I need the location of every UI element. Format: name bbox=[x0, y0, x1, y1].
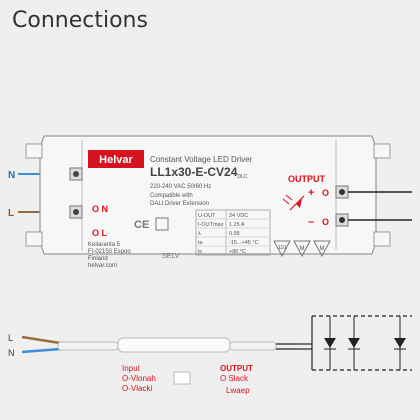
website: helvar.com bbox=[88, 263, 117, 269]
driver-voltage: 220-240 VAC 50/60 Hz bbox=[150, 184, 211, 190]
driver-model-suffix: DLC bbox=[237, 174, 247, 180]
address-line1: Keilaranta 5 bbox=[88, 242, 121, 248]
spec-label-4: tc bbox=[198, 249, 203, 255]
mount-tab-left-bottom bbox=[25, 231, 43, 247]
terminal-plus-screw bbox=[339, 189, 345, 195]
output-minus: – bbox=[308, 216, 314, 228]
cable-n-wire bbox=[21, 347, 61, 354]
symbol-110: 110 bbox=[273, 240, 291, 258]
mount-tab-right-bottom bbox=[373, 231, 391, 247]
spec-label-2: λ bbox=[198, 231, 201, 237]
cable-body bbox=[117, 337, 231, 353]
cable-l-label: L bbox=[8, 333, 13, 343]
led-diode-1-icon bbox=[324, 338, 336, 348]
driver-model-main: LL1x30-E-CV24 bbox=[150, 165, 238, 179]
symbol-m-1: M bbox=[293, 240, 311, 258]
output-plus-mark: O bbox=[322, 188, 329, 198]
bottom-output-label: OUTPUT bbox=[220, 364, 253, 373]
connector-icon bbox=[173, 371, 191, 385]
symbol-m-2: M bbox=[313, 240, 331, 258]
driver-model: LL1x30-E-CV24DLC bbox=[150, 165, 248, 180]
bottom-input-line2: O-Vlacki bbox=[122, 384, 152, 393]
l-wire-label: L bbox=[8, 208, 14, 219]
spec-label-3: ta bbox=[198, 240, 204, 246]
symbol-m-1-label: M bbox=[300, 246, 305, 252]
spec-value-3: -15...+45 °C bbox=[229, 240, 259, 246]
spec-value-4: +80 °C bbox=[229, 249, 246, 255]
input-l-mark: O L bbox=[92, 228, 108, 238]
spec-table: U-OUT 24 VDC I-OUTmax 1.25 A λ 0.95 ta -… bbox=[195, 209, 271, 256]
output-label: OUTPUT bbox=[288, 174, 326, 184]
driver-compat-line2: DALI Driver Extension bbox=[150, 201, 209, 207]
spec-value-1: 1.25 A bbox=[229, 222, 245, 228]
brand-box bbox=[88, 150, 144, 168]
cable-n-label: N bbox=[8, 348, 15, 358]
symbol-m-2-label: M bbox=[320, 246, 325, 252]
ce-mark: CE bbox=[134, 219, 149, 231]
output-minus-mark: O bbox=[322, 217, 329, 227]
driver-compat-line1: Compatible with bbox=[150, 193, 193, 199]
symbol-110-label: 110 bbox=[278, 245, 286, 251]
input-n-mark: O N bbox=[92, 204, 108, 214]
cable-l-wire bbox=[21, 335, 61, 345]
bottom-output-line1: O Slack bbox=[220, 374, 249, 383]
page-title: Connections bbox=[12, 8, 148, 33]
led-symbol-icon bbox=[282, 194, 305, 211]
n-wire-label: N bbox=[8, 170, 15, 181]
spec-value-2: 0.95 bbox=[229, 231, 240, 237]
spec-label-1: I-OUTmax bbox=[198, 222, 224, 228]
bottom-output-line2: Lwaep bbox=[226, 386, 250, 395]
mount-tab-left-top bbox=[25, 143, 43, 159]
address-line3: Finland bbox=[88, 256, 108, 262]
bottom-input-line1: O-Vlonah bbox=[122, 374, 156, 383]
mount-tab-right-top bbox=[373, 143, 391, 159]
spec-value-0: 24 VDC bbox=[229, 213, 248, 219]
terminal-n-screw bbox=[73, 171, 79, 177]
output-plus: + bbox=[308, 187, 314, 199]
spec-label-0: U-OUT bbox=[198, 213, 216, 219]
address-line2: FI-02150 Espoo bbox=[88, 249, 131, 255]
cable-end bbox=[229, 341, 277, 351]
selv-mark: SELV bbox=[162, 253, 180, 260]
terminal-l-screw bbox=[73, 209, 79, 215]
driver-type: Constant Voltage LED Driver bbox=[150, 155, 253, 164]
led-diode-2-icon bbox=[348, 338, 360, 348]
cable-sheath bbox=[57, 341, 119, 351]
bottom-input-label: Input bbox=[122, 364, 141, 373]
cert-mark-box bbox=[155, 217, 169, 231]
led-diode-3-icon bbox=[394, 338, 406, 348]
led-array bbox=[296, 315, 412, 371]
terminal-minus-screw bbox=[339, 217, 345, 223]
brand-logo: Helvar bbox=[99, 154, 133, 166]
